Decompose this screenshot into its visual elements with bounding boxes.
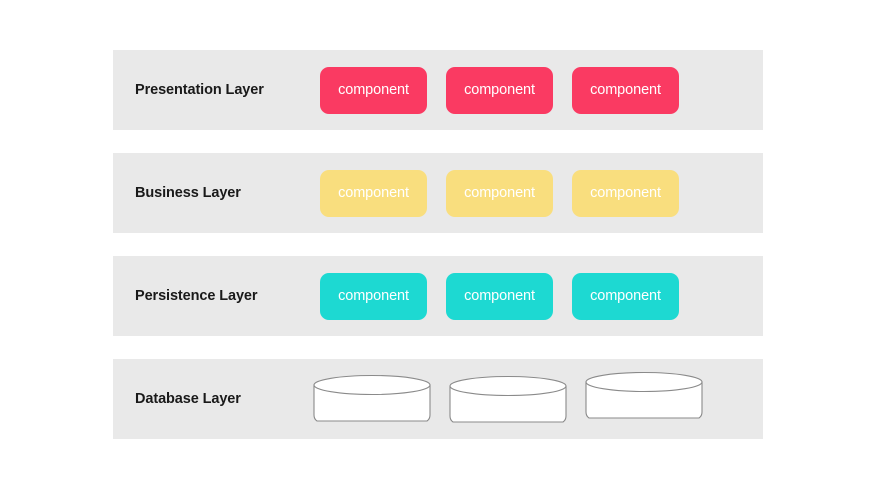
database-cylinder-icon[interactable]: [585, 371, 703, 423]
component-box[interactable]: component: [320, 66, 427, 114]
component-box[interactable]: component: [572, 272, 679, 320]
layer-band-presentation: Presentation Layer component component c…: [113, 50, 763, 130]
component-box[interactable]: component: [446, 272, 553, 320]
database-group: [313, 359, 703, 439]
layer-label-persistence: Persistence Layer: [135, 288, 258, 304]
component-group-persistence: component component component: [320, 256, 679, 336]
component-box[interactable]: component: [446, 66, 553, 114]
layer-label-presentation: Presentation Layer: [135, 82, 264, 98]
layer-band-business: Business Layer component component compo…: [113, 153, 763, 233]
database-cylinder-icon[interactable]: [449, 375, 567, 427]
layered-architecture-diagram: Presentation Layer component component c…: [113, 50, 763, 439]
layer-label-database: Database Layer: [135, 391, 241, 407]
layer-band-persistence: Persistence Layer component component co…: [113, 256, 763, 336]
layer-band-database: Database Layer: [113, 359, 763, 439]
component-box[interactable]: component: [320, 169, 427, 217]
component-box[interactable]: component: [320, 272, 427, 320]
component-box[interactable]: component: [572, 169, 679, 217]
component-group-presentation: component component component: [320, 50, 679, 130]
layer-label-business: Business Layer: [135, 185, 241, 201]
component-group-business: component component component: [320, 153, 679, 233]
component-box[interactable]: component: [446, 169, 553, 217]
database-cylinder-icon[interactable]: [313, 374, 431, 426]
component-box[interactable]: component: [572, 66, 679, 114]
